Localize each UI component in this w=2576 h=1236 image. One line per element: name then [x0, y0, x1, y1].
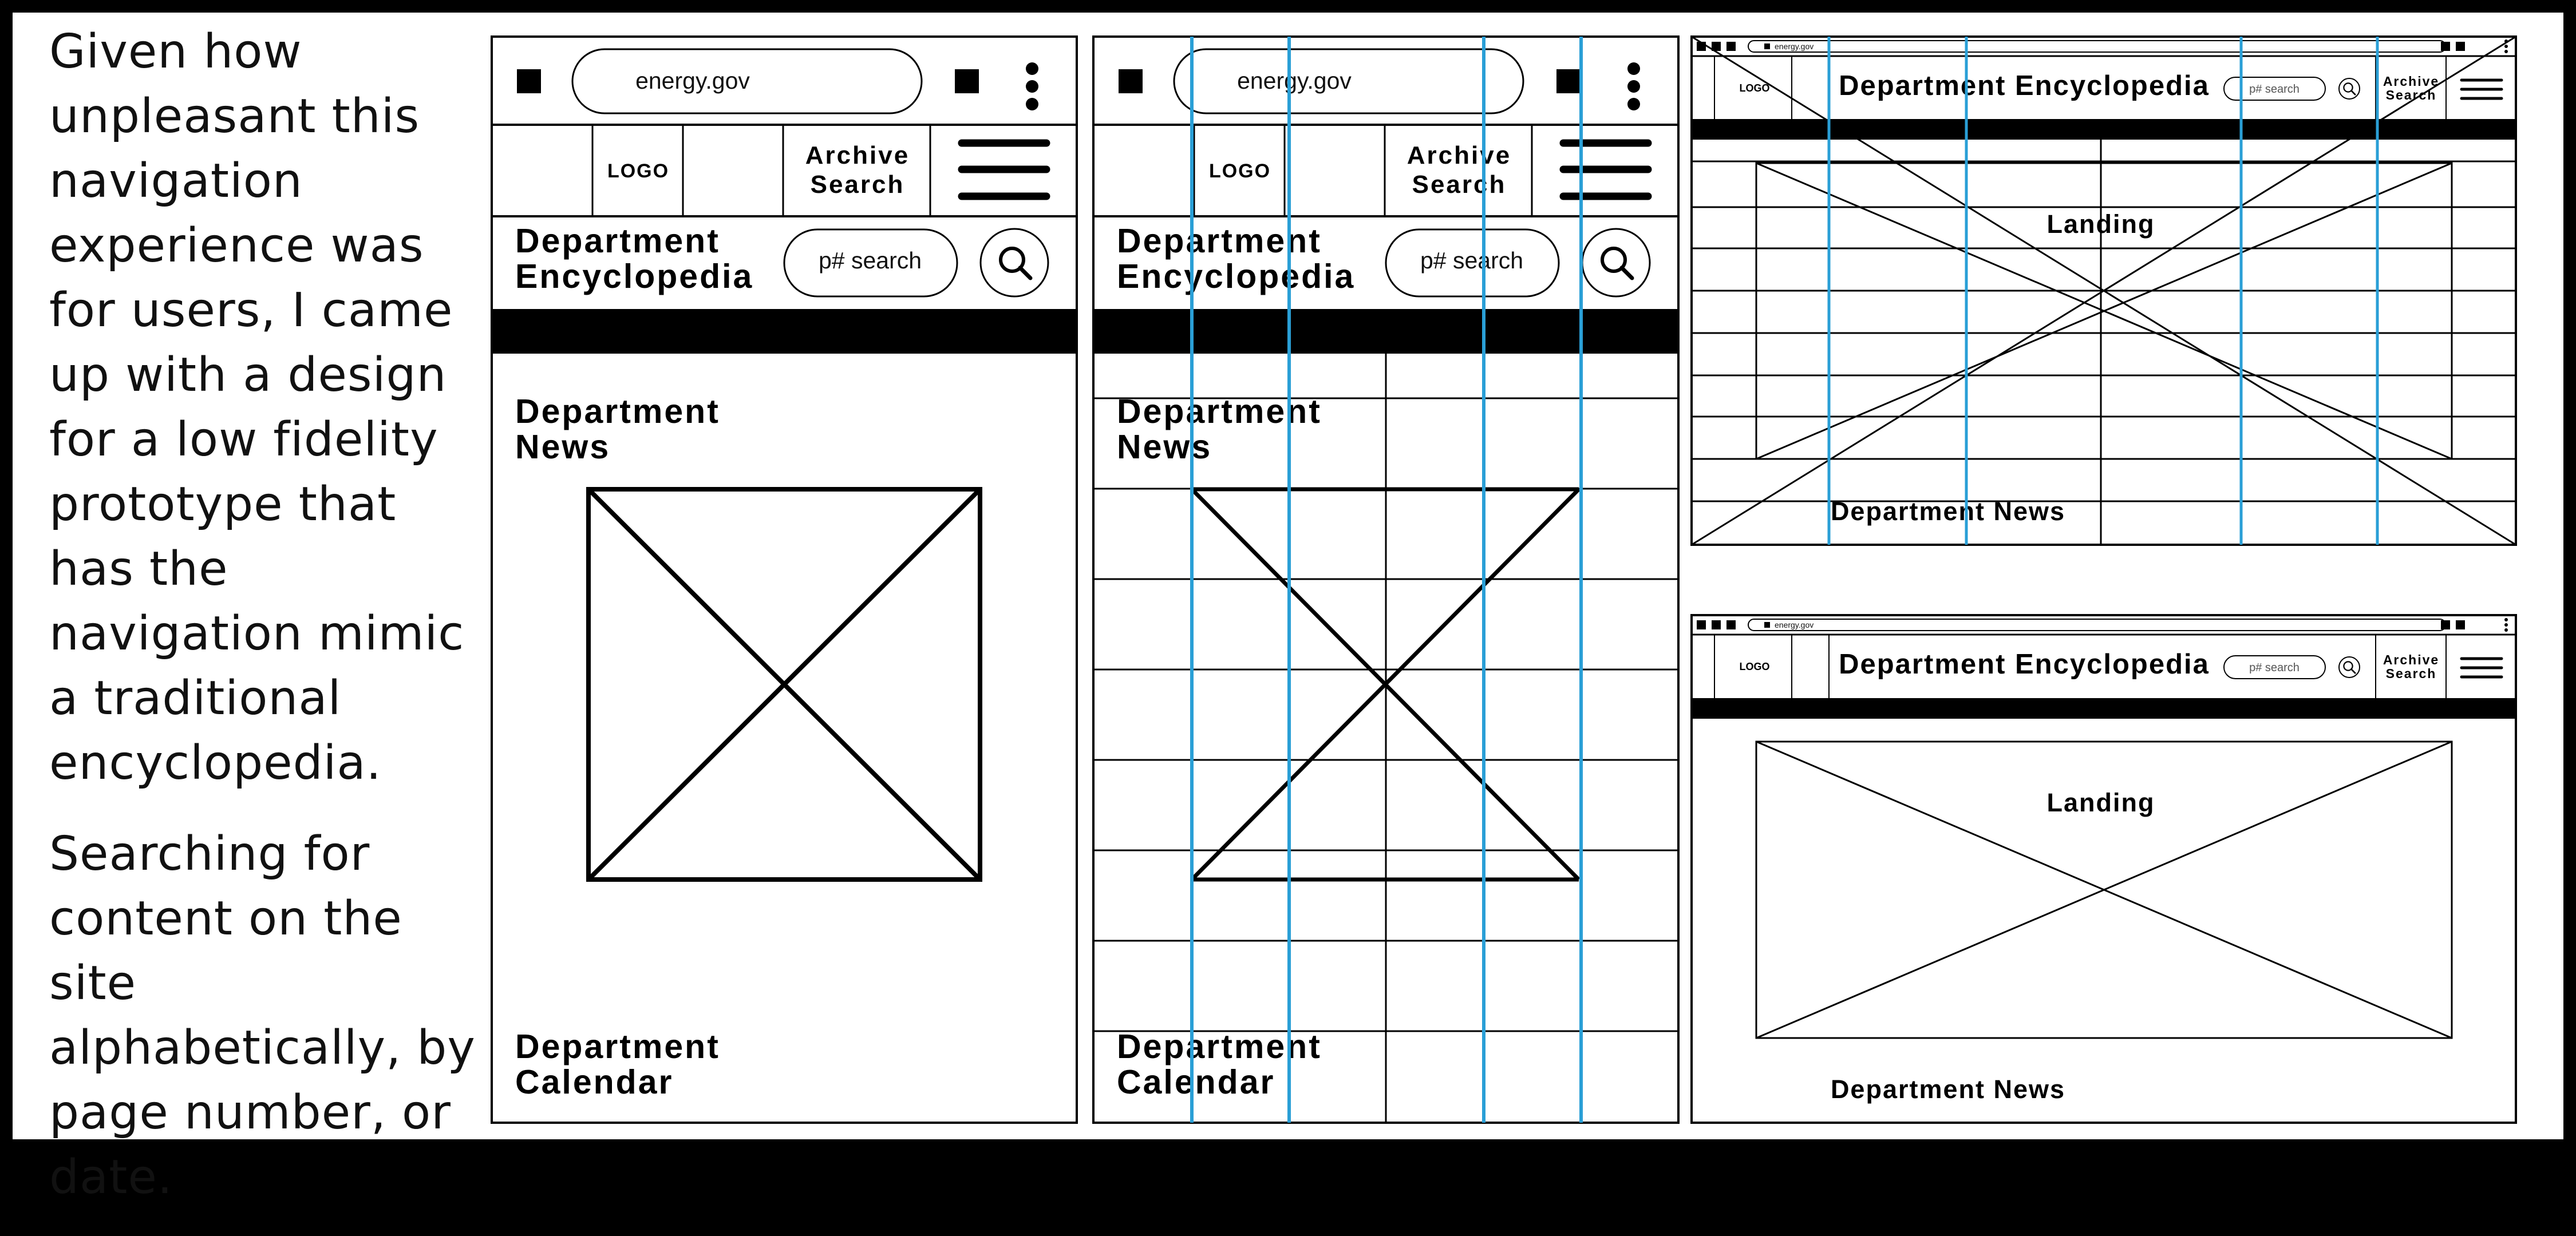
page-search-input[interactable]	[2223, 655, 2326, 679]
desktop-grid-wireframe: energy.gov LOGO Department Encyclopedia …	[1690, 35, 2517, 546]
back-square-icon[interactable]	[517, 69, 541, 93]
browser-controls	[1697, 39, 2508, 53]
title-line1: Department	[515, 222, 720, 260]
logo: LOGO	[1740, 82, 1770, 94]
news-label: Department News	[1831, 1075, 2065, 1104]
hamburger-menu-icon[interactable]	[1559, 139, 1652, 200]
archive-search-line1: Archive	[805, 141, 910, 169]
page-search-input[interactable]	[2223, 77, 2326, 101]
kebab-menu-icon[interactable]	[1627, 62, 1640, 110]
desktop-frame	[1690, 614, 2517, 1124]
kebab-menu-icon[interactable]	[1026, 62, 1038, 110]
calendar-line2: Calendar	[515, 1063, 673, 1101]
logo: LOGO	[1209, 160, 1271, 182]
logo: LOGO	[1740, 661, 1770, 672]
mobile-frame	[491, 35, 1078, 1124]
hamburger-menu-icon[interactable]	[2460, 78, 2503, 100]
news-line2: News	[515, 428, 610, 466]
column-grid-overlay	[1827, 37, 2379, 545]
black-nav-bar	[1692, 119, 2516, 140]
archive-line1: Archive	[2383, 652, 2439, 667]
archive-line2: Search	[2386, 88, 2437, 102]
title-line2: Encyclopedia	[515, 258, 753, 295]
page-search-placeholder: p# search	[1420, 247, 1523, 274]
black-nav-bar	[1692, 698, 2516, 719]
black-nav-bar	[1093, 309, 1678, 354]
intro-paragraph-1: Given how unpleasant this navigation exp…	[49, 25, 465, 790]
search-button[interactable]	[2338, 78, 2360, 100]
mobile-wireframe: energy.gov LOGO Archive Search Departmen…	[491, 35, 1078, 1124]
mobile-grid-wireframe: energy.gov LOGO Archive Search Departmen…	[1092, 35, 1680, 1124]
title-line2: Encyclopedia	[1117, 258, 1355, 295]
url-text: energy.gov	[1775, 42, 1814, 51]
news-image-placeholder	[1190, 487, 1581, 882]
page-search-placeholder: p# search	[819, 247, 922, 274]
news-line1: Department	[1117, 393, 1322, 430]
archive-line1: Archive	[2383, 74, 2439, 89]
url-bar[interactable]	[571, 48, 923, 114]
site-title: Department Encyclopedia	[1839, 70, 2210, 101]
logo: LOGO	[607, 160, 669, 182]
hamburger-menu-icon[interactable]	[2460, 657, 2503, 679]
landing-label: Landing	[2047, 209, 2155, 239]
tab-square-icon[interactable]	[955, 69, 979, 93]
landing-image-placeholder	[1755, 740, 2453, 1039]
column-grid-overlay	[1190, 37, 1583, 1123]
search-icon	[2343, 82, 2356, 96]
search-icon	[1001, 248, 1030, 278]
desktop-wireframe: energy.gov LOGO Department Encyclopedia …	[1690, 614, 2517, 1124]
intro-text: Given how unpleasant this navigation exp…	[49, 19, 484, 1236]
archive-search-line1: Archive	[1407, 141, 1511, 169]
news-line2: News	[1117, 428, 1212, 466]
title-line1: Department	[1117, 222, 1322, 260]
url-text: energy.gov	[1775, 620, 1814, 629]
url-bar[interactable]	[1173, 48, 1524, 114]
archive-search-button[interactable]: Archive Search	[2383, 74, 2439, 102]
news-line1: Department	[515, 393, 720, 430]
archive-search-line2: Search	[811, 171, 905, 199]
archive-search-button[interactable]: Archive Search	[2383, 652, 2439, 681]
back-square-icon[interactable]	[1119, 69, 1143, 93]
archive-search-button[interactable]: Archive Search	[1407, 141, 1511, 199]
page-search-placeholder: p# search	[2249, 83, 2300, 96]
tab-square-icon[interactable]	[1556, 69, 1581, 93]
intro-paragraph-2: Searching for content on the site alphab…	[49, 827, 476, 1205]
landing-label: Landing	[2047, 788, 2155, 817]
calendar-line2: Calendar	[1117, 1063, 1275, 1101]
hamburger-menu-icon[interactable]	[958, 139, 1050, 200]
page-search-placeholder: p# search	[2249, 661, 2300, 674]
black-nav-bar	[492, 309, 1077, 354]
calendar-line1: Department	[515, 1028, 720, 1065]
url-text: energy.gov	[1237, 68, 1352, 94]
search-button[interactable]	[1581, 228, 1651, 298]
slide-frame: Given how unpleasant this navigation exp…	[13, 13, 2563, 1205]
url-bar[interactable]	[1748, 619, 2446, 631]
layout-grid-rows	[1093, 354, 1678, 1123]
news-image-placeholder	[586, 487, 982, 882]
wireframes: energy.gov LOGO Archive Search Departmen…	[491, 35, 2517, 1124]
url-text: energy.gov	[635, 68, 750, 94]
search-button[interactable]	[2338, 656, 2360, 678]
calendar-line1: Department	[1117, 1028, 1322, 1065]
browser-controls	[1697, 618, 2508, 632]
search-icon	[1602, 248, 1632, 278]
search-icon	[2343, 661, 2356, 674]
favicon-icon	[1764, 43, 1770, 49]
archive-search-button[interactable]: Archive Search	[805, 141, 910, 199]
search-button[interactable]	[979, 228, 1049, 298]
page-search-input[interactable]	[1385, 228, 1560, 298]
archive-line2: Search	[2386, 666, 2437, 681]
layout-grid-rows	[1692, 140, 2516, 545]
site-title: Department Encyclopedia	[1839, 649, 2210, 680]
page-search-input[interactable]	[783, 228, 958, 298]
favicon-icon	[1764, 622, 1770, 628]
archive-search-line2: Search	[1412, 171, 1507, 199]
landing-image-placeholder	[1755, 162, 2453, 460]
news-label: Department News	[1831, 497, 2065, 526]
url-bar[interactable]	[1748, 40, 2446, 53]
